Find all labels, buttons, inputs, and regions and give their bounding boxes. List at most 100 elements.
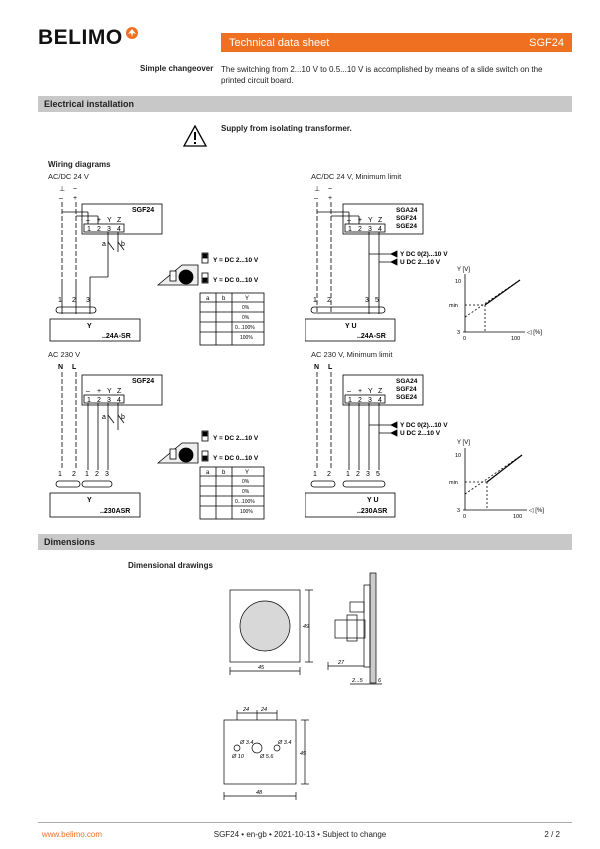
d4-graph-xlabel: ◁ [%]	[529, 508, 544, 514]
diagram-label-ac230: AC 230 V	[48, 350, 81, 359]
d1-bottom-1: 1	[58, 297, 62, 304]
d2-bottom-1: 1	[313, 297, 317, 304]
d3-bottom-4: 2	[95, 471, 99, 478]
d2-term-4: Z	[378, 217, 383, 224]
d3-actuator: ..230ASR	[100, 508, 130, 515]
d1-term-3: Y	[107, 217, 112, 224]
d4-actuator-yu: Y U	[367, 497, 379, 504]
d4-bottom-6: 5	[376, 471, 380, 478]
d2-graph-ymin: min	[449, 303, 458, 309]
d3-bottom-1: 1	[58, 471, 62, 478]
changeover-label: Simple changeover	[140, 64, 214, 73]
d2-num-2: 2	[358, 226, 362, 233]
d2-y-out: Y DC 0(2)...10 V	[400, 251, 448, 258]
d2-supply-b: ~	[328, 186, 332, 193]
d3-tv-3: 0...100%	[235, 499, 255, 505]
d3-b: b	[121, 414, 125, 421]
d1-supply-b: ~	[73, 186, 77, 193]
dim-front-height: 49	[303, 624, 309, 630]
d3-tv-2: 0%	[242, 489, 250, 495]
logo-mark-icon	[125, 27, 138, 39]
d3-switch-y2: Y = DC 0...10 V	[213, 455, 259, 462]
d2-supply-a: ⊥	[314, 186, 320, 193]
title-bar: Technical data sheet SGF24	[221, 33, 572, 52]
d3-bottom-3: 1	[85, 471, 89, 478]
d2-actuator-yu: Y U	[345, 323, 357, 330]
d3-tv-4: 100%	[240, 509, 253, 515]
wiring-diagrams-title: Wiring diagrams	[48, 160, 111, 169]
d2-actuator: ..24A-SR	[357, 333, 386, 340]
d1-term-4: Z	[117, 217, 122, 224]
diagram-label-acdc24-min: AC/DC 24 V, Minimum limit	[311, 172, 402, 181]
d4-graph-ymax: 10	[455, 453, 461, 459]
warning-icon	[182, 124, 208, 147]
d3-term-4: Z	[117, 388, 122, 395]
d3-th-y: Y	[245, 470, 249, 476]
d3-bottom-5: 3	[105, 471, 109, 478]
d2-bottom-3: 3	[365, 297, 369, 304]
d1-unit: SGF24	[132, 207, 154, 214]
d1-num-3: 3	[107, 226, 111, 233]
dimension-drawing-plate: 24 24 Ø 3.4 Ø 3.4 Ø 10 Ø 5.6 48 45	[223, 707, 309, 800]
d4-y-out: Y DC 0(2)...10 V	[400, 422, 448, 429]
d1-actuator-y: Y	[87, 323, 92, 330]
d1-tv-4: 100%	[240, 335, 253, 341]
d4-term-3: Y	[368, 388, 373, 395]
d1-th-b: b	[222, 296, 226, 302]
d3-term-2: +	[97, 388, 101, 395]
d3-th-a: a	[206, 470, 210, 476]
d1-th-a: a	[206, 296, 210, 302]
d4-bottom-5: 3	[366, 471, 370, 478]
dim-hole-4: Ø 5.6	[259, 754, 274, 760]
d4-bottom-2: 2	[327, 471, 331, 478]
d1-tv-1: 0%	[242, 305, 250, 311]
dim-front-width: 45	[258, 665, 265, 671]
d4-actuator: ..230ASR	[357, 508, 387, 515]
d3-supply-n: N	[58, 364, 63, 371]
d3-a: a	[102, 414, 106, 421]
d4-bottom-1: 1	[313, 471, 317, 478]
dim-side-depth: 27	[337, 660, 345, 666]
d2-num-1: 1	[348, 226, 352, 233]
dim-hole-2: Ø 3.4	[277, 740, 291, 746]
d4-graph-x0: 0	[463, 514, 466, 520]
d2-graph-ymax: 10	[455, 279, 461, 285]
d3-tv-1: 0%	[242, 479, 250, 485]
d4-num-2: 2	[358, 397, 362, 404]
wiring-diagram-acdc24: ⊥ ~ – + SGF24 – + Y Z 1 2 3 4 a b 1 2 3 …	[49, 186, 265, 346]
supply-warning-text: Supply from isolating transformer.	[221, 124, 352, 133]
d2-graph-x0: 0	[463, 336, 466, 342]
d2-term-3: Y	[368, 217, 373, 224]
doc-title: Technical data sheet	[229, 36, 330, 49]
dim-plate-top1: 24	[242, 707, 249, 713]
d1-b: b	[121, 241, 125, 248]
d1-term-2: +	[97, 217, 101, 224]
footer-url-link[interactable]: www.belimo.com	[42, 830, 103, 839]
dim-plate-width: 48	[256, 790, 263, 796]
footer-meta: SGF24 • en-gb • 2021-10-13 • Subject to …	[213, 830, 387, 839]
d4-num-1: 1	[348, 397, 352, 404]
d4-bottom-4: 2	[356, 471, 360, 478]
dim-hole-3: Ø 10	[231, 754, 245, 760]
d2-supply-a2: –	[314, 195, 318, 202]
diagram-label-acdc24: AC/DC 24 V	[48, 172, 89, 181]
d1-num-4: 4	[117, 226, 121, 233]
d4-num-3: 3	[368, 397, 372, 404]
d4-graph-xmax: 100	[513, 514, 522, 520]
d1-supply-a2: –	[59, 195, 63, 202]
d2-graph-ylabel: Y [V]	[457, 267, 470, 273]
dim-side-small2: 6	[378, 678, 382, 684]
d1-tv-3: 0...100%	[235, 325, 255, 331]
d4-supply-n: N	[314, 364, 319, 371]
d4-supply-l: L	[328, 364, 333, 371]
d1-num-1: 1	[87, 226, 91, 233]
d4-term-1: –	[347, 388, 351, 395]
d1-switch-y1: Y = DC 2...10 V	[213, 257, 259, 264]
d1-num-2: 2	[97, 226, 101, 233]
d3-th-b: b	[222, 470, 226, 476]
section-electrical: Electrical installation	[38, 96, 572, 112]
d2-num-4: 4	[378, 226, 382, 233]
d2-unit-3: SGE24	[396, 223, 417, 230]
d2-supply-b2: +	[328, 195, 332, 202]
wiring-diagram-acdc24-min: ⊥ ~ – + SGA24 SGF24 SGE24 – + Y Z 1 2 3 …	[305, 186, 542, 342]
